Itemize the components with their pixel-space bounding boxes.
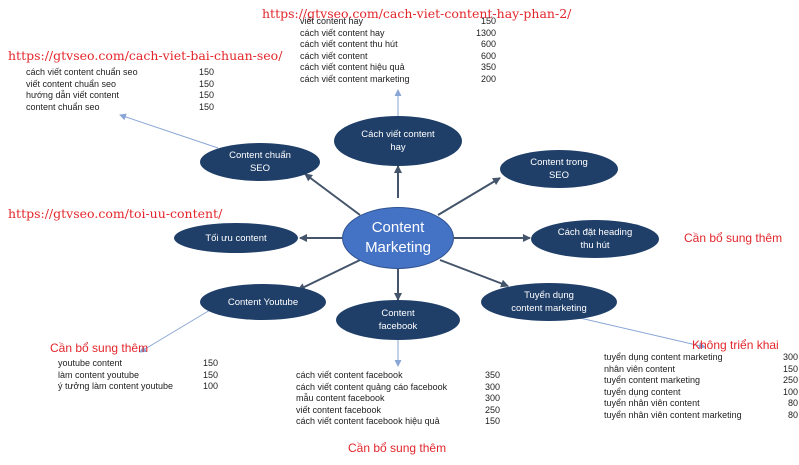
note-heading-can-bo-sung: Cần bổ sung thêm [684,231,783,245]
note-facebook-can-bo-sung: Cần bổ sung thêm [348,441,447,455]
link-seo-to-keywords [119,113,219,149]
node-content-youtube[interactable]: Content Youtube [200,284,326,320]
arrow-to-content-youtube [297,259,361,291]
note-youtube-can-bo-sung: Cần bổ sung thêm [50,341,149,355]
url-toi-uu-content[interactable]: https://gtvseo.com/toi-uu-content/ [8,206,223,221]
note-tuyen-dung-khong-trien-khai: Không triển khai [692,338,779,352]
arrow-to-content-trong-seo [437,177,501,216]
node-toi-uu-content[interactable]: Tối ưu content [174,223,298,253]
url-cach-viet-bai-chuan-seo[interactable]: https://gtvseo.com/cach-viet-bai-chuan-s… [8,48,283,63]
arrow-to-content-chuan-seo [304,173,361,216]
link-tuyen-dung-to-keywords [579,317,706,350]
url-cach-viet-content-hay-phan-2[interactable]: https://gtvseo.com/cach-viet-content-hay… [262,6,572,21]
link-youtube-to-keywords [139,306,216,353]
arrow-to-tuyen-dung [439,259,509,288]
